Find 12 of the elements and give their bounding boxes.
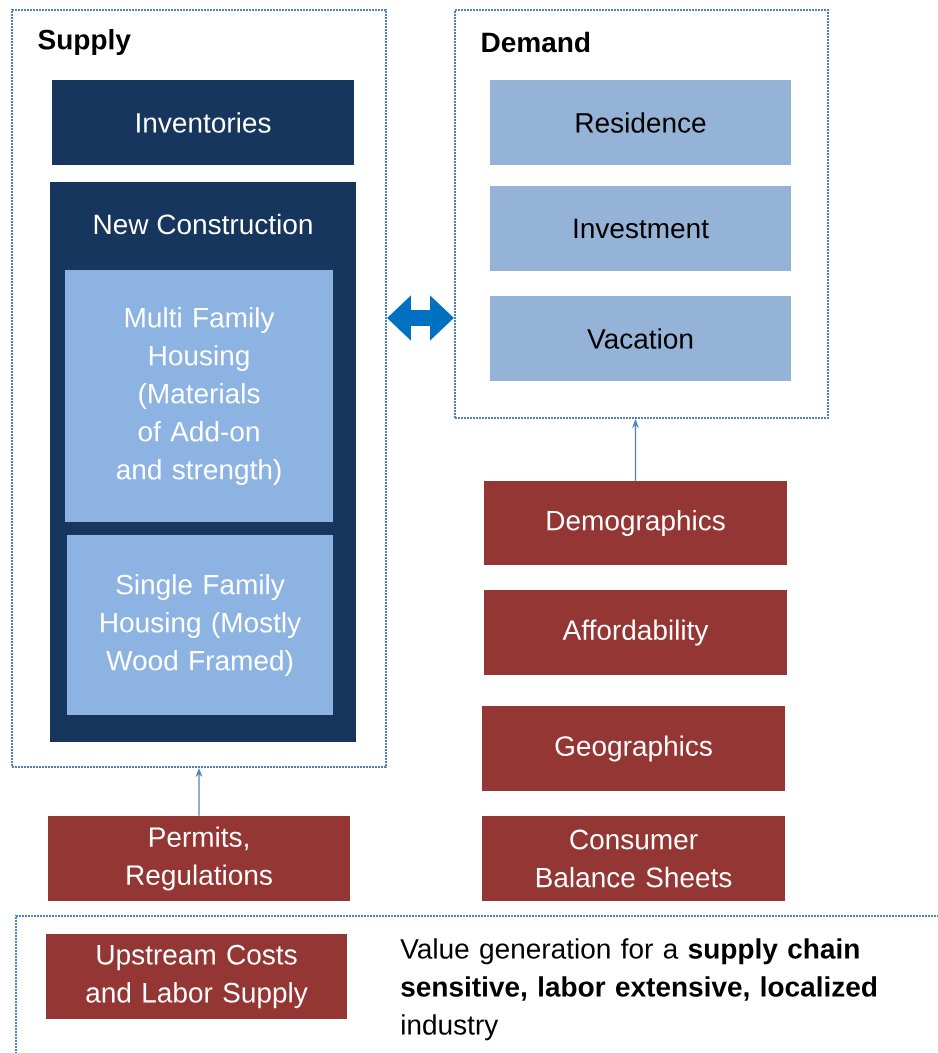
factor-box: Consumer Balance Sheets	[482, 816, 785, 901]
factor-box: Upstream Costs and Labor Supply	[46, 934, 347, 1019]
category-box: Vacation	[490, 296, 791, 381]
factor-box: Geographics	[482, 706, 785, 791]
category-box: Multi Family Housing (Materials of Add-on and strength)	[65, 270, 333, 522]
title-box: Inventories	[52, 80, 354, 165]
factor-box: Permits, Regulations	[48, 816, 350, 901]
category-box: Investment	[490, 186, 791, 271]
category-box: Residence	[490, 80, 791, 165]
factor-box: Demographics	[484, 481, 787, 565]
category-box: Single Family Housing (Mostly Wood Framed)	[67, 535, 333, 715]
factor-box: Affordability	[484, 590, 787, 675]
